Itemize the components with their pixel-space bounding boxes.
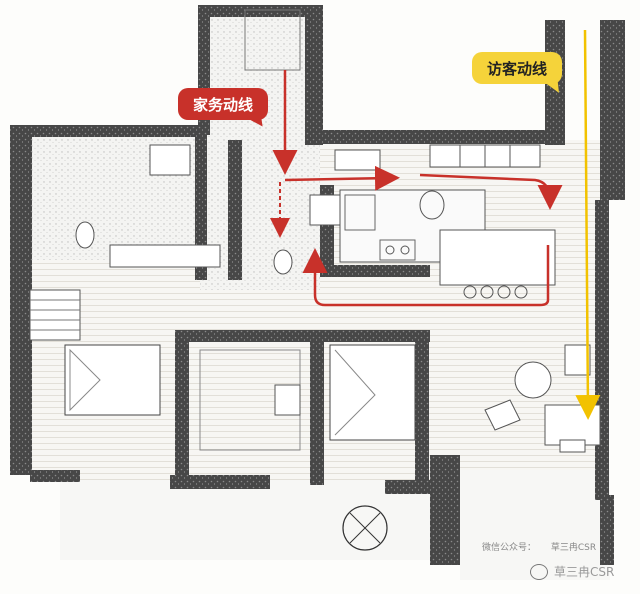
compass-icon xyxy=(342,505,388,551)
wall xyxy=(10,125,32,475)
visitor-flow-label: 访客动线 xyxy=(472,52,562,84)
watermark-text: 微信公众号： 草三冉CSR xyxy=(482,543,597,553)
housework-flow-label: 家务动线 xyxy=(178,88,268,120)
watermark-badge: 草三冉CSR xyxy=(530,563,614,580)
wechat-icon xyxy=(530,563,548,580)
visitor-flow-path xyxy=(575,29,601,420)
housework-flow-path xyxy=(270,70,563,307)
